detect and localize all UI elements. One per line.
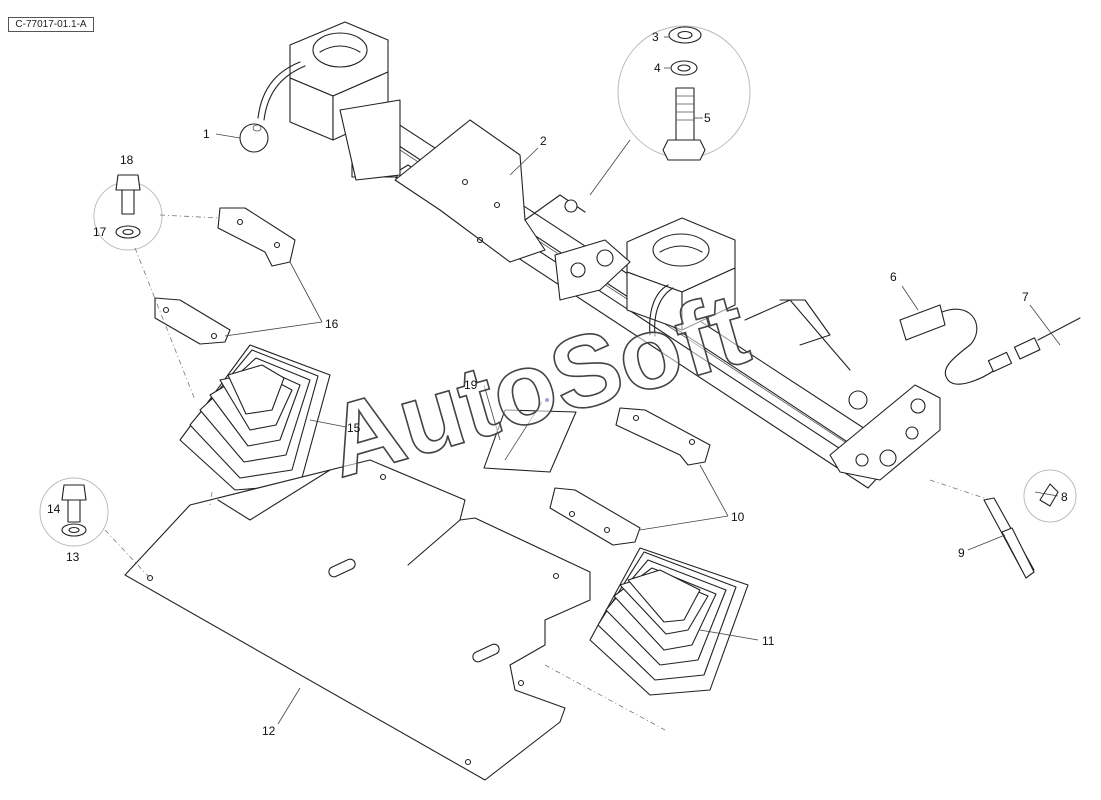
callout-2: 2 xyxy=(540,134,547,148)
callout-7: 7 xyxy=(1022,290,1029,304)
callout-9: 9 xyxy=(958,546,965,560)
rubber-boot-upper xyxy=(179,344,331,491)
callout-13: 13 xyxy=(66,550,80,564)
callout-10: 10 xyxy=(731,510,745,524)
control-frame-part xyxy=(257,21,941,489)
callout-1: 1 xyxy=(203,127,210,141)
floor-cover-plate xyxy=(104,459,666,781)
callout-15: 15 xyxy=(347,421,361,435)
callout-5: 5 xyxy=(704,111,711,125)
sensor-cable-part xyxy=(899,304,1081,385)
callout-3: 3 xyxy=(652,30,659,44)
callout-17: 17 xyxy=(93,225,107,239)
callout-labels: 1 2 3 4 5 6 7 8 9 10 11 12 13 14 15 16 1… xyxy=(47,30,1068,738)
drawing-code-label: C-77017-01.1-A xyxy=(8,17,94,32)
bolt-set-detail xyxy=(589,25,751,196)
rubber-boot-lower xyxy=(589,547,749,696)
clamp-plate-set-lower xyxy=(549,407,711,546)
callout-18: 18 xyxy=(120,153,134,167)
bolt-washer-set-lower xyxy=(39,477,109,547)
callout-4: 4 xyxy=(654,61,661,75)
label-plate-part xyxy=(483,398,577,473)
callout-11: 11 xyxy=(762,634,775,648)
callout-6: 6 xyxy=(890,270,897,284)
callout-12: 12 xyxy=(262,724,276,738)
callout-16: 16 xyxy=(325,317,339,331)
lever-knob-part xyxy=(239,123,269,153)
gas-strut-part xyxy=(929,469,1077,579)
clamp-plate-set-upper xyxy=(134,207,296,401)
callout-8: 8 xyxy=(1061,490,1068,504)
callout-14: 14 xyxy=(47,502,61,516)
callout-19: 19 xyxy=(464,378,478,392)
leader-lines xyxy=(215,36,1061,725)
bolt-washer-set-upper xyxy=(93,174,163,251)
